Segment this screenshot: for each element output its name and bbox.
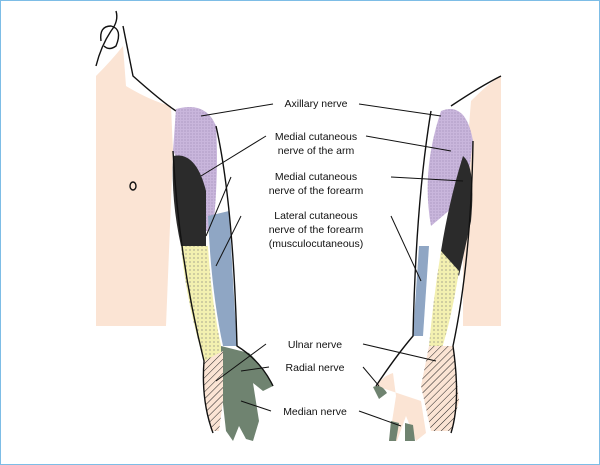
right-shoulder-outline bbox=[450, 75, 502, 107]
left-lateral-region bbox=[181, 246, 223, 361]
leader-lines bbox=[200, 103, 464, 427]
label-lateral-2: nerve of the forearm bbox=[269, 224, 364, 236]
right-hand-ulnar bbox=[421, 346, 459, 431]
label-lateral-1: Lateral cutaneous bbox=[274, 210, 357, 222]
label-axillary-nerve: Axillary nerve bbox=[284, 98, 347, 110]
left-medial-arm-region bbox=[172, 155, 206, 246]
head-outline bbox=[95, 10, 118, 67]
right-hand-radial bbox=[376, 373, 426, 441]
left-torso bbox=[96, 46, 173, 326]
nipple-mark bbox=[129, 181, 137, 191]
label-medial-arm-1: Medial cutaneous bbox=[275, 131, 357, 143]
right-medial-arm-region bbox=[441, 156, 473, 276]
label-median-nerve: Median nerve bbox=[283, 406, 347, 418]
neck-shoulder-outline bbox=[122, 25, 177, 112]
right-arm-outline bbox=[375, 110, 474, 434]
right-medial-forearm-region bbox=[413, 246, 429, 336]
right-fingertips-median bbox=[373, 385, 415, 441]
left-medial-forearm-region bbox=[208, 211, 237, 346]
label-radial-nerve: Radial nerve bbox=[286, 362, 345, 374]
label-lateral-3: (musculocutaneous) bbox=[269, 238, 364, 250]
left-hand-median bbox=[221, 346, 273, 441]
left-hand-ulnar bbox=[204, 351, 223, 431]
right-lateral-region bbox=[429, 251, 459, 351]
label-medial-arm-2: nerve of the arm bbox=[278, 145, 355, 157]
label-ulnar-nerve: Ulnar nerve bbox=[288, 339, 342, 351]
label-medial-forearm-1: Medial cutaneous bbox=[275, 171, 357, 183]
label-medial-forearm-2: nerve of the forearm bbox=[269, 185, 364, 197]
ear-icon bbox=[100, 25, 120, 50]
left-arm-outline bbox=[172, 125, 274, 434]
